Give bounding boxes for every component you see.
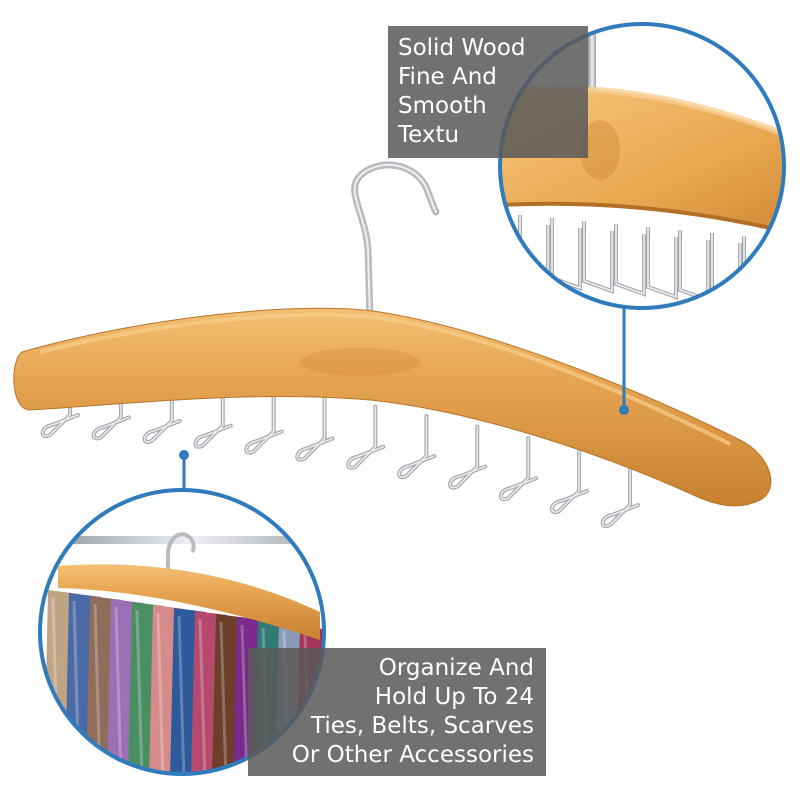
chrome-hook [498, 436, 539, 502]
callout-label-wood: Solid Wood Fine And Smooth Textu [388, 26, 588, 158]
hook-row [40, 373, 640, 529]
chrome-hook [550, 218, 582, 291]
chrome-hook [91, 375, 131, 441]
chrome-hook [646, 227, 678, 300]
callout-line: Ties, Belts, Scarves [311, 713, 534, 739]
callout-line: Fine And [398, 64, 497, 90]
callout-label-capacity: Organize And Hold Up To 24 Ties, Belts, … [248, 648, 546, 776]
chrome-hook [600, 463, 640, 529]
chrome-hook [295, 396, 335, 462]
chrome-hook [582, 221, 614, 294]
callout-line: Smooth [398, 93, 487, 119]
connector-dot-top [619, 405, 629, 415]
chrome-hook [614, 224, 646, 297]
connector-dot-bottom [179, 450, 189, 460]
wood-bar [13, 307, 772, 507]
wooden-tie-hanger [13, 161, 772, 529]
chrome-hook [40, 373, 80, 439]
chrome-hook [397, 414, 437, 480]
chrome-hook [142, 378, 182, 445]
chrome-hook [244, 389, 284, 455]
callout-line: Organize And [378, 655, 534, 681]
callout-line: Solid Wood [398, 35, 526, 61]
chrome-hook [346, 404, 386, 470]
chrome-hook [448, 424, 488, 490]
callout-line: Or Other Accessories [291, 742, 534, 768]
chrome-hook [678, 230, 710, 303]
chrome-hook [193, 383, 233, 449]
chrome-hook [549, 449, 590, 515]
callout-line: Textu [398, 122, 460, 148]
callout-line: Hold Up To 24 [374, 684, 534, 710]
